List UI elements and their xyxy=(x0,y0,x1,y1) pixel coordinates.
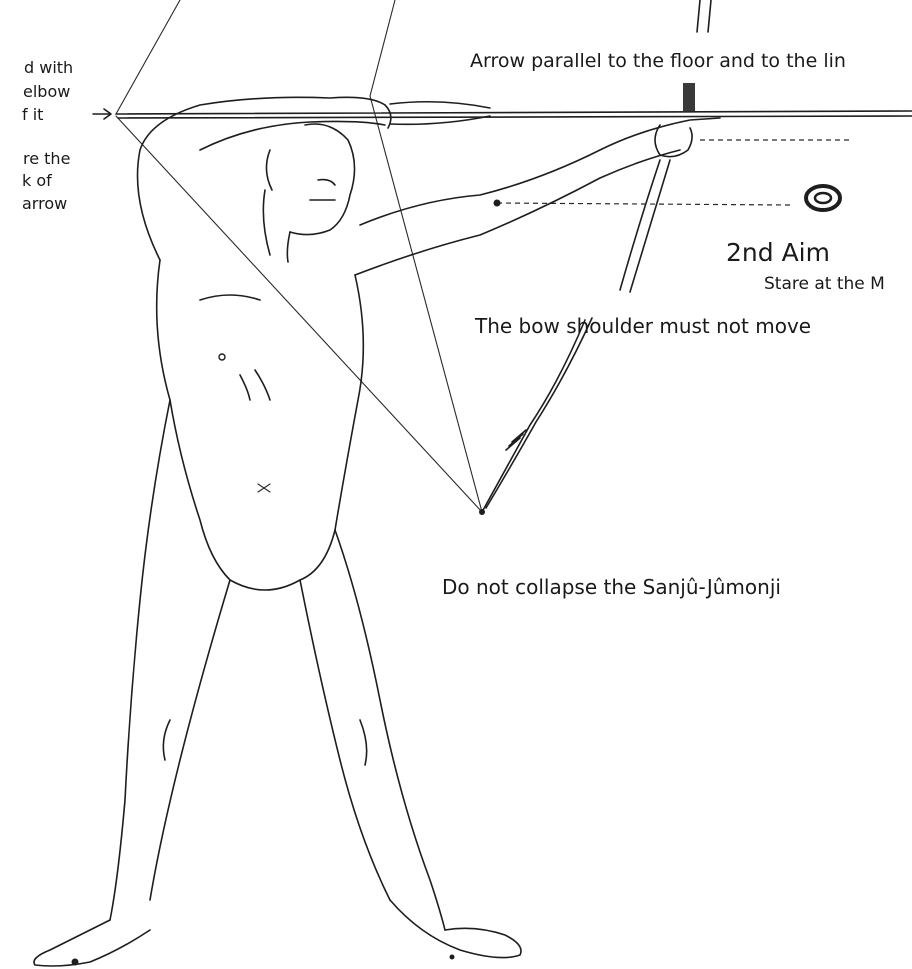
bow-limb-near-hand-b xyxy=(630,160,670,292)
bow-lower-limb-outer xyxy=(482,320,585,512)
left-note-line-2: elbow xyxy=(23,81,70,102)
archer-draw-arm xyxy=(138,97,391,260)
bow-bottom-nock xyxy=(479,509,485,515)
target-icon xyxy=(806,186,840,210)
bow-top-mark-a xyxy=(697,0,700,32)
bow-top-mark-b xyxy=(708,0,711,32)
bow-shoulder-note: The bow shoulder must not move xyxy=(475,316,811,336)
second-aim-title: 2nd Aim xyxy=(726,240,830,265)
bow-string-lower xyxy=(116,116,482,512)
arrow-shaft-lower xyxy=(118,116,912,118)
left-note-line-1: d with xyxy=(24,57,73,78)
arrow xyxy=(116,83,912,124)
arrow-shaft xyxy=(116,111,912,114)
arrow-parallel-note: Arrow parallel to the floor and to the l… xyxy=(470,52,846,71)
bow-limb-near-hand xyxy=(620,160,660,290)
archer-legs xyxy=(110,400,445,930)
upper-string-line xyxy=(370,0,395,96)
sanju-jumonji-note: Do not collapse the Sanjû-Jûmonji xyxy=(442,577,781,597)
bow-grip-wrap xyxy=(683,83,695,111)
bow-lower-wrap xyxy=(506,430,526,450)
eye-point-dot xyxy=(494,200,501,207)
archer-feet xyxy=(34,900,521,966)
left-note-line-5: k of xyxy=(22,170,52,191)
upper-left-guide-line xyxy=(116,0,180,114)
archer-torso xyxy=(157,260,364,590)
archer-head xyxy=(263,124,354,262)
left-note-line-4: re the xyxy=(23,148,70,169)
left-note-line-6: arrow xyxy=(22,193,67,214)
left-note-line-3: f it xyxy=(22,104,43,125)
bow-lower-limb-inner xyxy=(486,318,592,508)
right-arrow-pointer-icon xyxy=(93,109,111,119)
archer-bow-arm xyxy=(355,118,720,275)
sight-line-aim xyxy=(497,203,790,205)
second-aim-subtitle: Stare at the M xyxy=(764,276,885,293)
bow-string-inner xyxy=(370,96,482,512)
